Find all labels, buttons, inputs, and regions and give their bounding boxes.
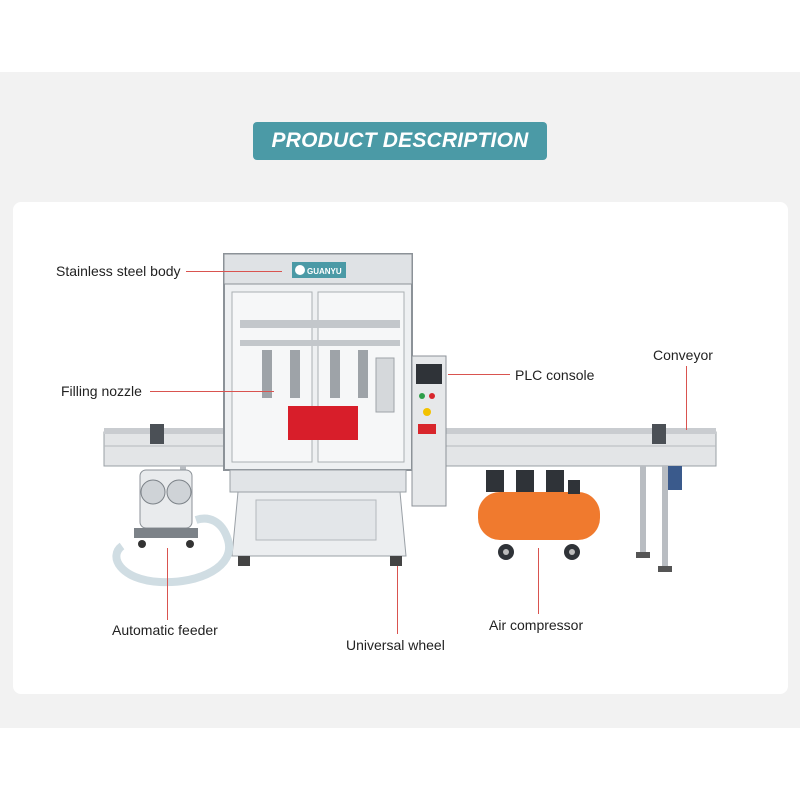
section-title: PRODUCT DESCRIPTION — [271, 129, 529, 152]
label-filling-nozzle: Filling nozzle — [61, 383, 142, 399]
automatic-feeder-pump — [112, 469, 234, 587]
product-containers — [288, 406, 358, 440]
label-stainless-steel-body: Stainless steel body — [56, 263, 181, 279]
air-compressor — [478, 470, 600, 560]
leader-line-wheel — [397, 566, 398, 634]
label-air-compressor: Air compressor — [489, 617, 584, 633]
leader-line-body — [186, 271, 282, 272]
label-automatic-feeder: Automatic feeder — [112, 622, 218, 638]
leader-line-plc — [448, 374, 510, 375]
machine-frame — [223, 253, 413, 566]
label-plc-console: PLC console — [515, 367, 595, 383]
brand-logo: GUANYU — [292, 262, 346, 278]
leader-line-conveyor — [686, 366, 687, 430]
leader-line-nozzle — [150, 391, 274, 392]
plc-console-unit — [411, 355, 447, 507]
label-universal-wheel: Universal wheel — [346, 637, 445, 653]
leader-line-compressor — [538, 548, 539, 614]
leader-line-feeder — [167, 548, 168, 620]
section-title-banner: PRODUCT DESCRIPTION — [253, 122, 547, 160]
label-conveyor: Conveyor — [653, 347, 713, 363]
brand-name: GUANYU — [307, 267, 342, 276]
